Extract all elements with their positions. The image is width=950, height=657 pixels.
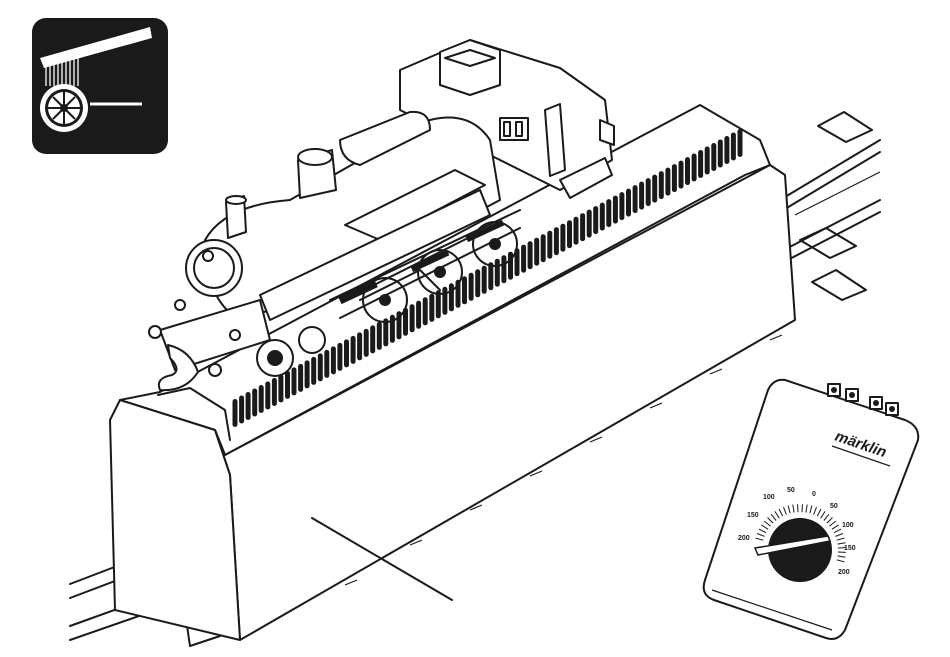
roller-slot	[429, 294, 434, 322]
roller-slot	[311, 357, 316, 385]
roller-slot	[410, 304, 415, 332]
roller-slot	[705, 147, 710, 175]
roller-slot	[679, 161, 684, 189]
roller-slot	[718, 140, 723, 168]
roller-slot	[337, 343, 342, 371]
roller-slot	[619, 192, 624, 220]
roller-slot	[587, 210, 592, 238]
roller-slot	[685, 157, 690, 185]
dial-label-right-200: 200	[838, 569, 850, 576]
roller-slot	[416, 301, 421, 329]
roller-slot	[528, 241, 533, 269]
roller-slot	[305, 360, 310, 388]
roller-slot	[646, 178, 651, 206]
roller-slot	[613, 196, 618, 224]
roller-slot	[652, 175, 657, 203]
roller-slot	[560, 224, 565, 252]
roller-slot	[554, 227, 559, 255]
dial-label-left-150: 150	[747, 512, 759, 519]
roller-slot	[259, 385, 264, 413]
roller-slot	[738, 129, 743, 157]
roller-slot	[482, 266, 487, 294]
rear-track	[780, 112, 880, 300]
roller-slot	[278, 375, 283, 403]
roller-slot	[318, 353, 323, 381]
roller-slot	[370, 325, 375, 353]
roller-slot	[639, 182, 644, 210]
speed-controller: märklin 200 150 100 50 0 50 100 150 200	[704, 380, 919, 639]
dial-label-right-150: 150	[844, 545, 856, 552]
wheel-cleaning-brush-icon	[32, 18, 168, 154]
roller-slot	[501, 255, 506, 283]
roller-slot	[351, 336, 356, 364]
roller-slot	[508, 252, 513, 280]
dial-label-center-0: 0	[812, 491, 816, 498]
roller-slot	[534, 238, 539, 266]
roller-slot	[324, 350, 329, 378]
roller-slot	[626, 189, 631, 217]
roller-slot	[449, 283, 454, 311]
roller-slot	[344, 339, 349, 367]
roller-slot	[692, 154, 697, 182]
roller-slot	[659, 171, 664, 199]
dial-label-left-50: 50	[787, 487, 795, 494]
roller-slot	[285, 371, 290, 399]
roller-slot	[580, 213, 585, 241]
roller-slot	[475, 269, 480, 297]
roller-slot	[442, 287, 447, 315]
dial-label-left-200: 200	[738, 535, 750, 542]
roller-slot	[731, 133, 736, 161]
roller-slot	[331, 346, 336, 374]
roller-slot	[724, 136, 729, 164]
roller-slot	[698, 150, 703, 178]
roller-slot	[541, 234, 546, 262]
roller-slot	[364, 329, 369, 357]
roller-slot	[495, 259, 500, 287]
roller-slot	[292, 367, 297, 395]
roller-slot	[606, 199, 611, 227]
roller-slot	[633, 185, 638, 213]
roller-slot	[272, 378, 277, 406]
roller-slot	[600, 203, 605, 231]
roller-slot	[357, 332, 362, 360]
roller-slot	[665, 168, 670, 196]
roller-slot	[521, 245, 526, 273]
roller-slot	[469, 273, 474, 301]
roller-slot	[246, 392, 251, 420]
roller-slot	[233, 399, 238, 427]
roller-slot	[298, 364, 303, 392]
roller-slot	[423, 297, 428, 325]
roller-slot	[547, 231, 552, 259]
roller-slot	[711, 143, 716, 171]
roller-slot	[593, 206, 598, 234]
dial-label-right-100: 100	[842, 522, 854, 529]
roller-slot	[672, 164, 677, 192]
dial-label-right-50: 50	[830, 503, 838, 510]
roller-slot	[239, 396, 244, 424]
roller-slot	[377, 322, 382, 350]
dial-label-left-100: 100	[763, 494, 775, 501]
roller-slot	[567, 220, 572, 248]
roller-slot	[462, 276, 467, 304]
roller-slot	[265, 382, 270, 410]
roller-slot	[574, 217, 579, 245]
roller-slot	[252, 389, 257, 417]
